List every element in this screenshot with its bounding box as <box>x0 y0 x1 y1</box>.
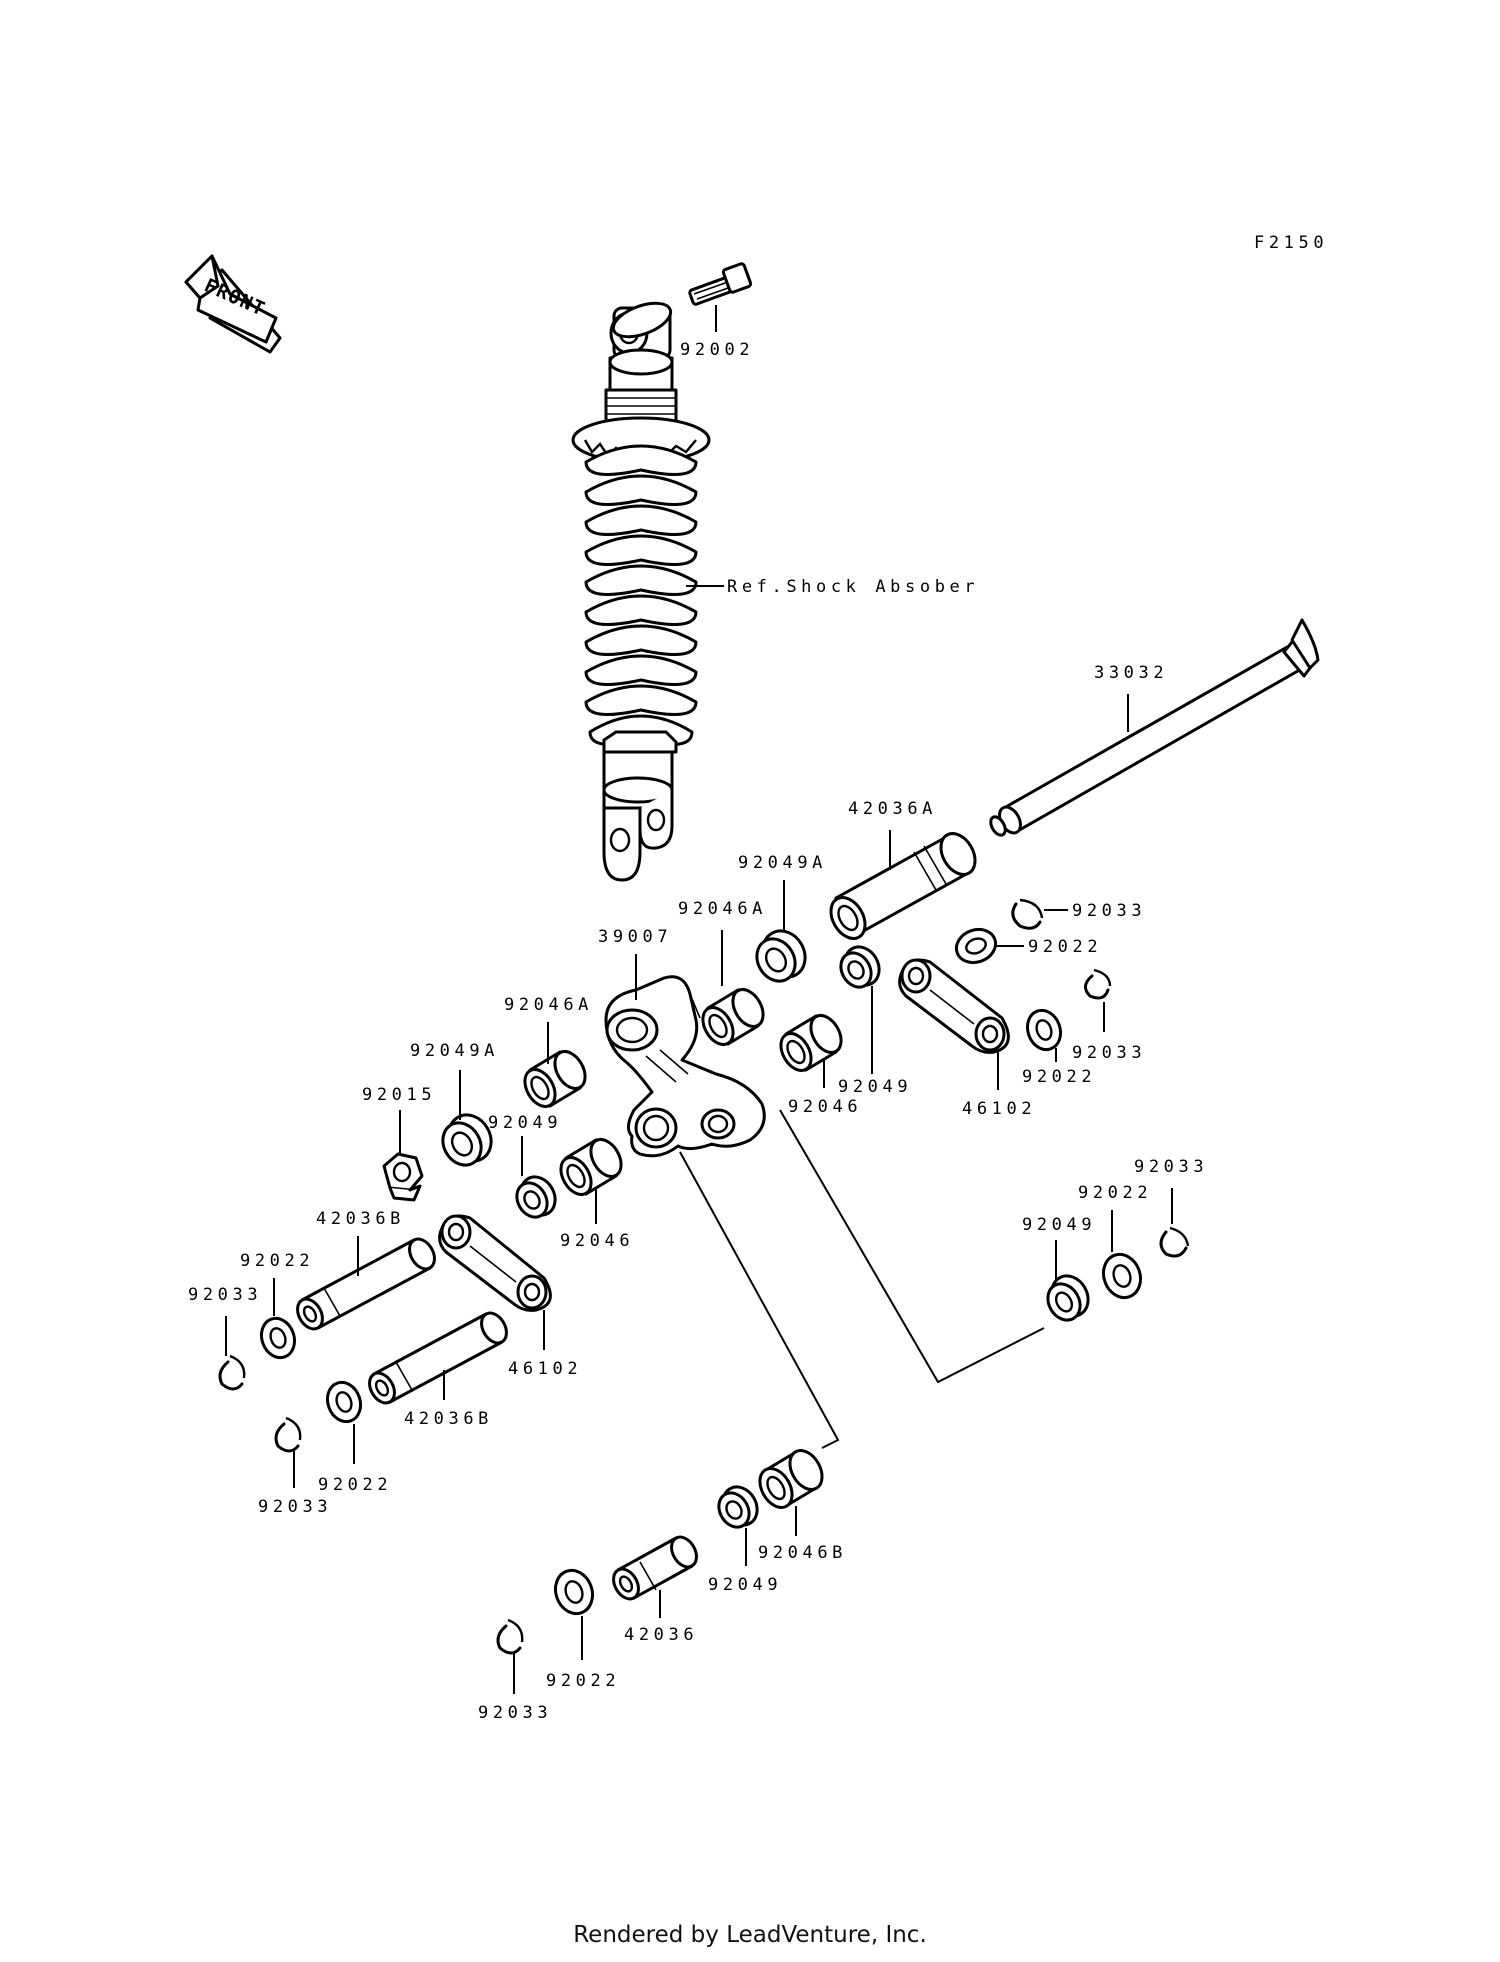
link-rod-46102-left <box>438 1214 552 1312</box>
label-92002: 92002 <box>680 340 754 360</box>
label-33032: 33032 <box>1094 663 1168 683</box>
bearing-92046a-left <box>523 1050 587 1108</box>
bolt-33032 <box>989 618 1320 837</box>
label-92046a-top: 92046A <box>678 899 767 919</box>
label-42036b-a: 42036B <box>316 1209 405 1229</box>
label-46102-right: 46102 <box>962 1099 1036 1119</box>
bearing-92049a-left <box>441 1113 493 1167</box>
label-42036: 42036 <box>624 1625 698 1645</box>
bearing-92046a-top <box>701 988 765 1046</box>
label-92046-left: 92046 <box>560 1231 634 1251</box>
label-92049-mid: 92049 <box>488 1113 562 1133</box>
label-92049-e: 92049 <box>1022 1215 1096 1235</box>
bearing-92049-e <box>1046 1274 1090 1322</box>
pin-42036b-a <box>296 1237 436 1331</box>
bolt-92002 <box>688 262 753 306</box>
label-92033-c: 92033 <box>188 1285 262 1305</box>
label-92022-b: 92022 <box>1022 1067 1096 1087</box>
label-92046b: 92046B <box>758 1543 847 1563</box>
label-42036b-b: 42036B <box>404 1409 493 1429</box>
label-92049a-top: 92049A <box>738 853 827 873</box>
pin-42036b-b <box>368 1311 508 1405</box>
bearing-92046-c <box>779 1014 843 1072</box>
label-92033-e: 92033 <box>1134 1157 1208 1177</box>
diagram-code: F2150 <box>1254 233 1328 253</box>
label-92049-c: 92049 <box>838 1077 912 1097</box>
label-92022-f: 92022 <box>546 1671 620 1691</box>
nut-92015 <box>382 1152 424 1202</box>
rocker-arm-39007 <box>604 975 766 1158</box>
bearing-92046-left <box>559 1138 623 1196</box>
pin-42036 <box>612 1535 698 1601</box>
bearing-92049-c <box>839 945 881 989</box>
label-92022-e: 92022 <box>1078 1183 1152 1203</box>
washer-92022-e <box>1101 1252 1143 1300</box>
link-rod-46102-right <box>898 958 1010 1054</box>
sleeve-42036a <box>829 832 977 940</box>
label-ref-shock-absorber: Ref.Shock Absober <box>727 577 979 597</box>
bearing-92049-mid <box>515 1175 557 1219</box>
washer-92022-b <box>1025 1008 1063 1052</box>
washer-92022-c <box>259 1316 297 1360</box>
circlip-92033-e <box>1159 1230 1188 1258</box>
label-92022-a: 92022 <box>1028 937 1102 957</box>
label-92046-c: 92046 <box>788 1097 862 1117</box>
label-92046a-left: 92046A <box>504 995 593 1015</box>
label-92033-d: 92033 <box>258 1497 332 1517</box>
label-92033-f: 92033 <box>478 1703 552 1723</box>
bearing-92049-f <box>717 1485 759 1529</box>
bearing-92049a-top <box>755 929 807 983</box>
circlip-92033-b <box>1084 974 1110 1000</box>
label-92049a-left: 92049A <box>410 1041 499 1061</box>
label-92033-b: 92033 <box>1072 1043 1146 1063</box>
washer-92022-f <box>553 1568 595 1616</box>
washer-92022-d <box>325 1380 363 1424</box>
circlip-92033-c <box>218 1360 244 1391</box>
label-92033-a: 92033 <box>1072 901 1146 921</box>
washer-92022-a <box>954 927 998 965</box>
shock-absorber <box>571 301 711 882</box>
label-92022-d: 92022 <box>318 1475 392 1495</box>
circlip-92033-f <box>496 1624 522 1655</box>
label-39007: 39007 <box>598 927 672 947</box>
front-direction-arrow-icon: FRONT <box>184 254 282 354</box>
label-42036a: 42036A <box>848 799 937 819</box>
label-92049-f: 92049 <box>708 1575 782 1595</box>
label-92015: 92015 <box>362 1085 436 1105</box>
circlip-92033-a <box>1011 902 1042 930</box>
circlip-92033-d <box>274 1422 300 1453</box>
bearing-92046b <box>758 1449 824 1509</box>
label-46102-left: 46102 <box>508 1359 582 1379</box>
label-92022-c: 92022 <box>240 1251 314 1271</box>
footer-credit: Rendered by LeadVenture, Inc. <box>573 1922 927 1948</box>
